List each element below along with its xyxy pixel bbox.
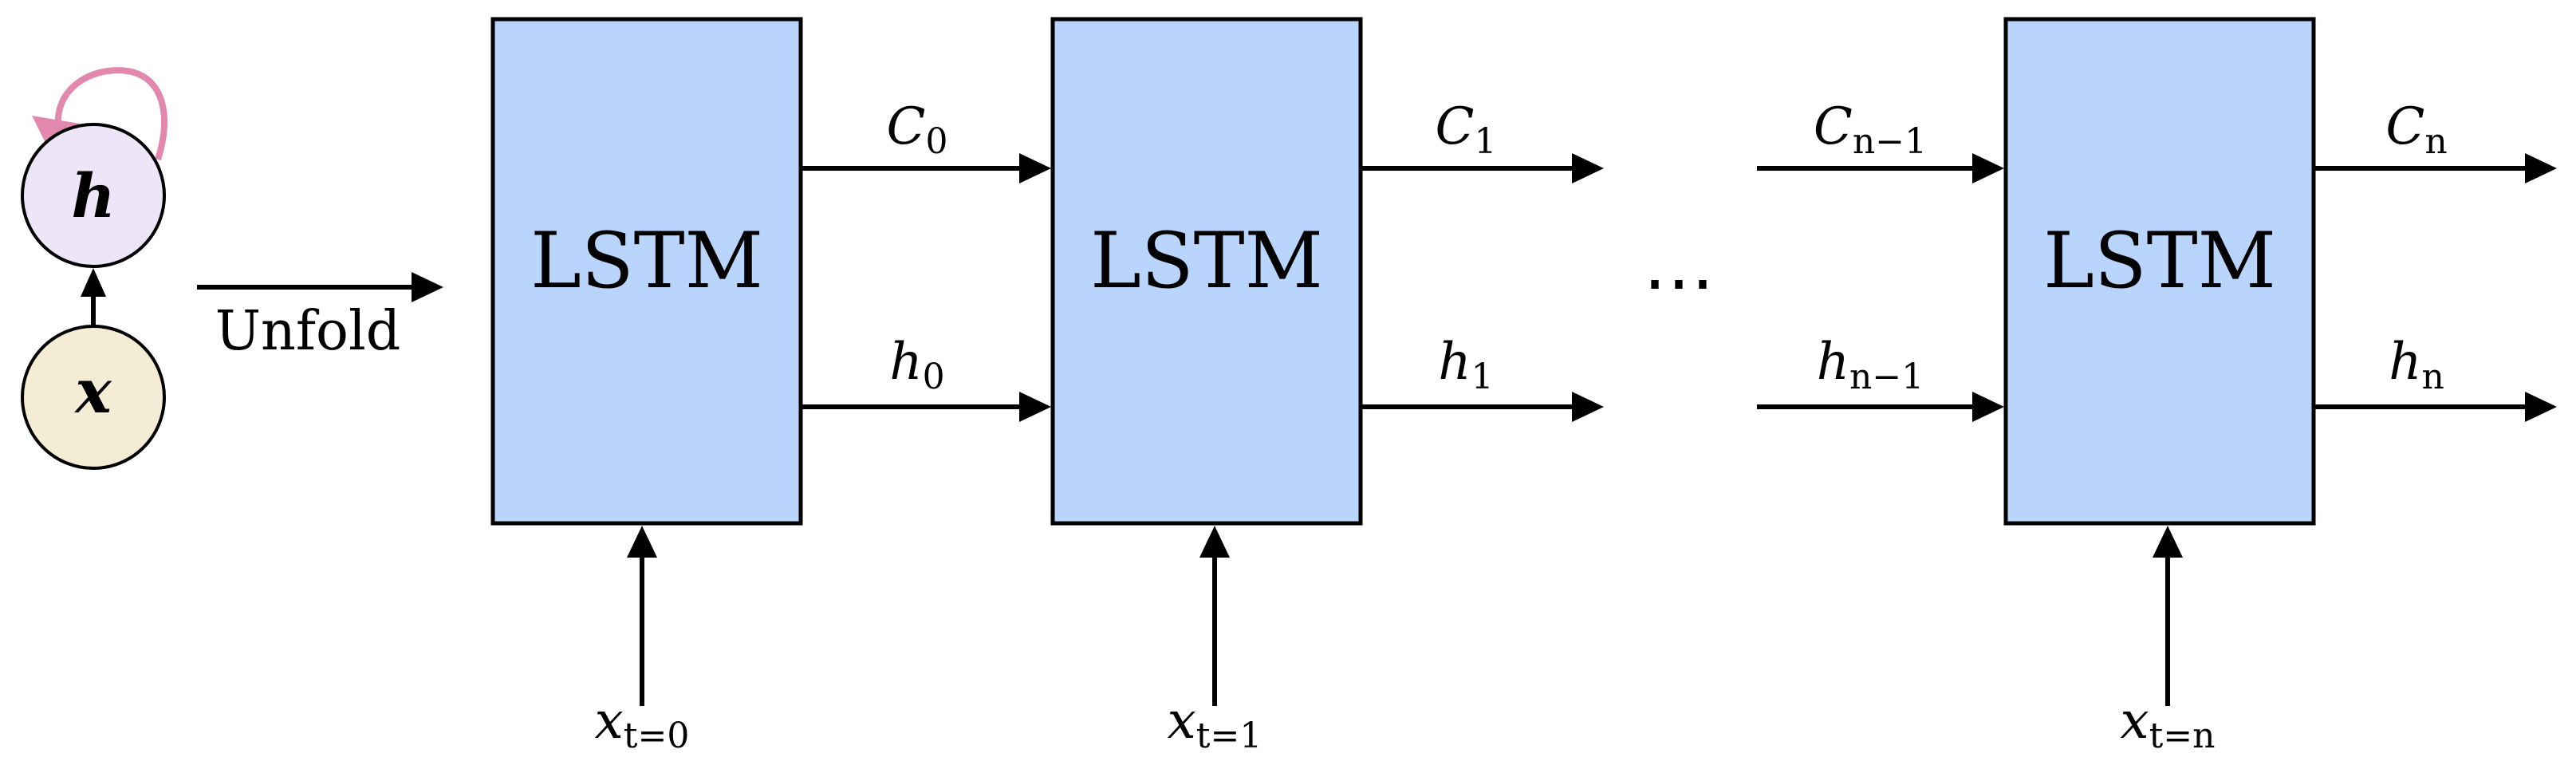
unfold-label: Unfold [215,300,401,363]
input-arrowhead-1 [627,526,657,558]
lstm-box-3 [2003,17,2316,526]
input-label-1: xt=0 [595,692,690,756]
lstm-box-2 [1050,17,1363,526]
lstm-cell-2: LSTM [1050,17,1363,526]
input-arrowhead-2 [1199,526,1230,558]
cn-label: Cn [2385,97,2447,162]
h0-label: h0 [889,333,944,397]
unfold-arrowhead [412,272,443,302]
input-arrow-group-1: xt=0 [595,526,690,756]
cn-minus-1-label: Cn−1 [1814,97,1927,162]
hn-minus-1-arrowhead [1972,392,2004,422]
unfold-arrow-group: Unfold [197,272,443,363]
lstm-label-3: LSTM [2043,216,2276,306]
h1-label: h1 [1438,333,1493,397]
hn-arrow-group: hn [2314,333,2557,422]
h-node [21,123,166,268]
hn-minus-1-label: hn−1 [1817,333,1924,397]
recurrence-arrow [54,67,167,161]
hn-arrowhead [2525,392,2557,422]
h1-arrow-group: h1 [1361,333,1604,422]
lstm-label-1: LSTM [530,216,763,306]
ellipsis: ⋯ [1643,241,1715,325]
lstm-box-1 [490,17,803,526]
input-arrow-group-2: xt=1 [1168,526,1262,756]
h1-arrowhead [1572,392,1604,422]
c0-arrowhead [1019,153,1051,183]
c1-arrow-group: C1 [1361,97,1604,183]
x-node-label: x [73,356,112,427]
cn-arrowhead [2525,153,2557,183]
h-node-label: h [71,160,115,231]
lstm-cell-1: LSTM [490,17,803,526]
input-label-2: xt=1 [1168,692,1262,756]
lstm-cell-3: LSTM [2003,17,2316,526]
c1-label: C1 [1436,97,1497,162]
hn-label: hn [2389,333,2444,397]
input-arrow-group-3: xt=n [2121,526,2216,756]
lstm-label-2: LSTM [1090,216,1323,306]
c0-arrow-group: C0 [801,97,1051,183]
hn-minus-1-arrow-group: hn−1 [1757,333,2004,422]
folded-rnn: h x [21,67,167,470]
cn-minus-1-arrow-group: Cn−1 [1757,97,2004,183]
cn-arrow-group: Cn [2314,97,2557,183]
input-label-3: xt=n [2121,692,2216,756]
input-arrowhead-3 [2153,526,2183,558]
x-to-h-arrowhead [81,268,106,297]
h0-arrowhead [1019,392,1051,422]
x-node [21,325,166,470]
c1-arrowhead [1572,153,1604,183]
cn-minus-1-arrowhead [1972,153,2004,183]
h0-arrow-group: h0 [801,333,1051,422]
c0-label: C0 [887,97,948,162]
